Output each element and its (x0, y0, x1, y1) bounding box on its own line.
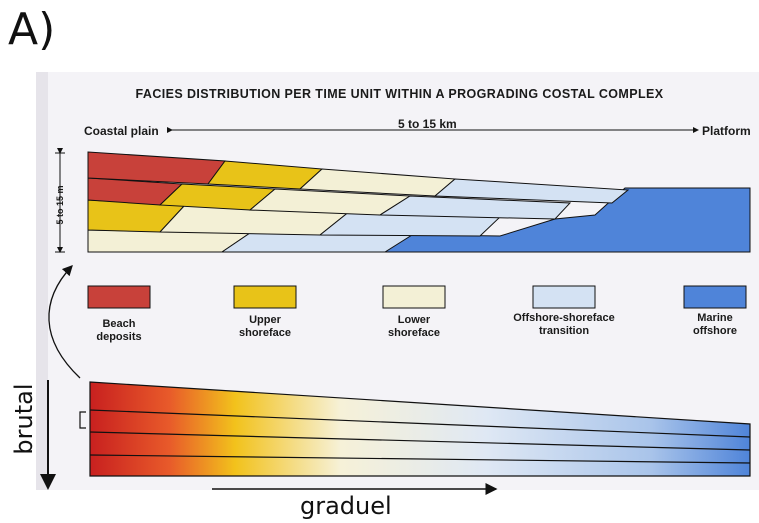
legend-swatch-lower (382, 285, 446, 309)
row1-transition (433, 178, 630, 204)
scan-edge (36, 72, 48, 490)
unit-bracket (79, 411, 86, 429)
legend-swatch-upper (233, 285, 297, 309)
gradient-wedge (89, 381, 751, 477)
legend-swatch-transition (532, 285, 596, 309)
legend-swatch-beach (87, 285, 151, 309)
platform-label: Platform (702, 124, 751, 138)
coastal-plain-label: Coastal plain (84, 124, 159, 138)
brutal-label: brutal (10, 383, 38, 455)
curved-arrow (48, 265, 81, 379)
row2-transition (378, 195, 572, 220)
legend-swatch-marine (683, 285, 747, 309)
panel-label: A) (8, 4, 56, 55)
figure-title: FACIES DISTRIBUTION PER TIME UNIT WITHIN… (135, 87, 664, 101)
graduel-label: graduel (300, 492, 392, 520)
row1-beach (87, 151, 226, 185)
